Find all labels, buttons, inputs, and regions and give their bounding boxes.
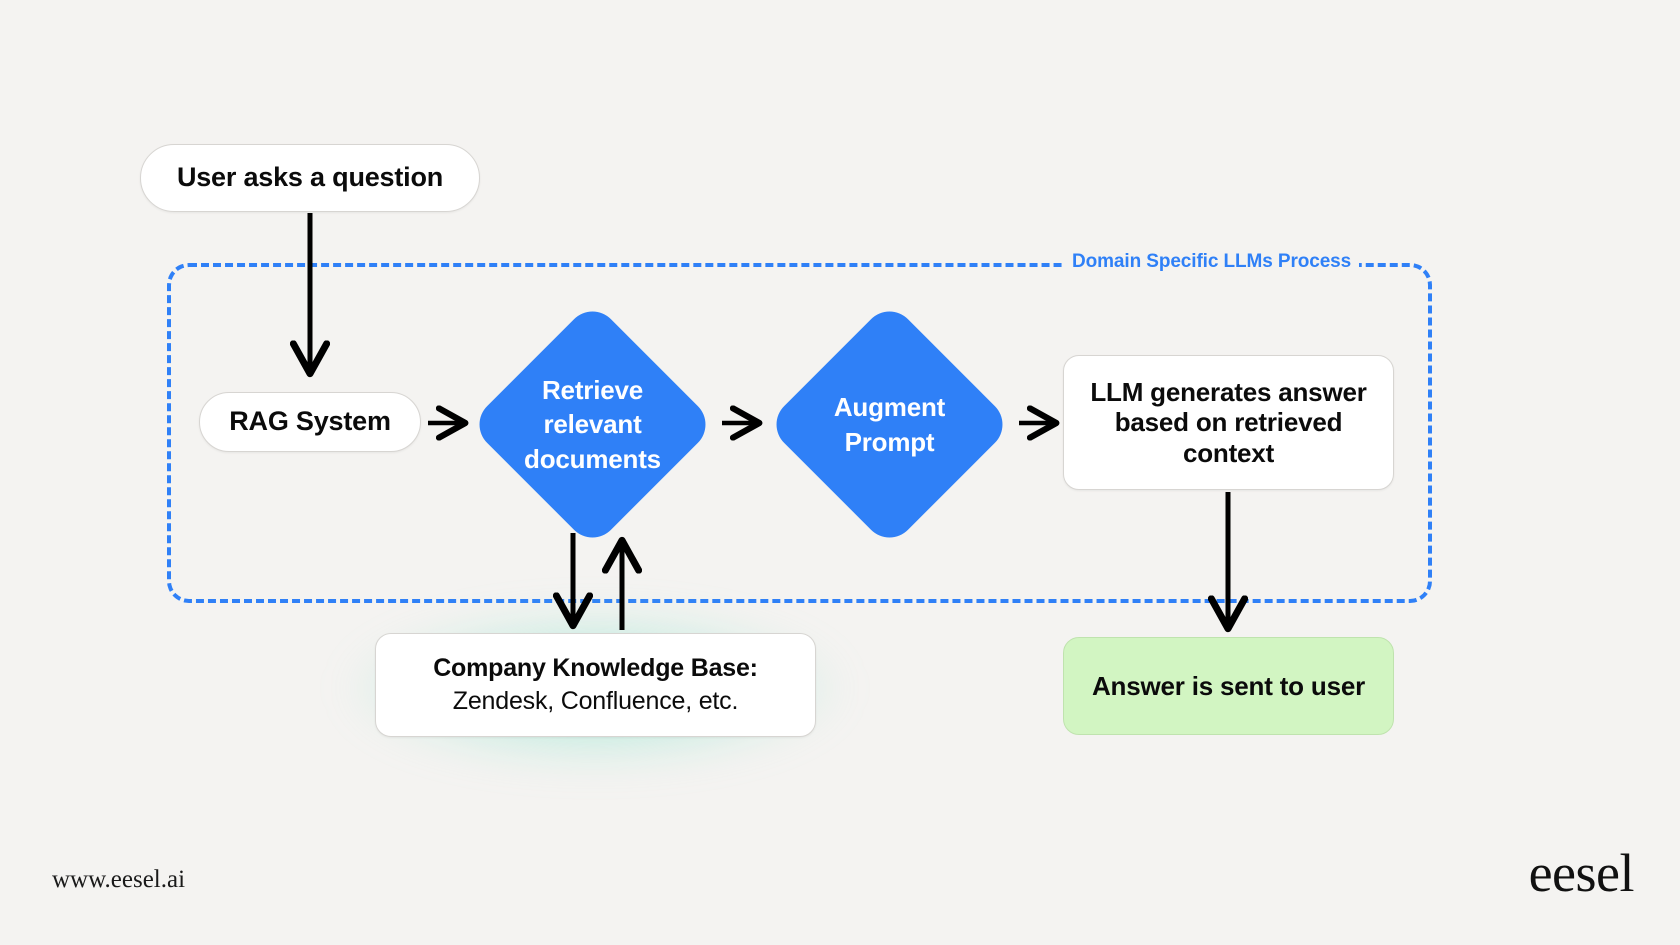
node-llm-generates-answer[interactable]: LLM generates answer based on retrieved … [1063,355,1394,490]
domain-process-region-label: Domain Specific LLMs Process [1064,251,1360,273]
node-rag-system-label: RAG System [229,406,391,437]
node-user-asks-question-label: User asks a question [176,162,444,193]
node-augment-prompt-label: Augment Prompt [833,392,946,457]
node-retrieve-relevant-documents-label: Retrieve relevant documents [524,375,661,474]
node-llm-generates-answer-label: LLM generates answer based on retrieved … [1090,376,1367,468]
node-answer-is-sent-to-user-label: Answer is sent to user [1091,670,1366,701]
node-retrieve-relevant-documents[interactable]: Retrieve relevant documents [468,300,717,549]
node-company-knowledge-base-subtitle: Zendesk, Confluence, etc. [452,687,739,715]
node-company-knowledge-base-title: Company Knowledge Base: [433,653,758,682]
node-user-asks-question[interactable]: User asks a question [140,144,480,212]
node-augment-prompt[interactable]: Augment Prompt [765,300,1014,549]
footer-url[interactable]: www.eesel.ai [52,866,186,893]
node-company-knowledge-base[interactable]: Company Knowledge Base: Zendesk, Conflue… [375,633,816,737]
node-rag-system[interactable]: RAG System [199,392,421,452]
node-answer-is-sent-to-user[interactable]: Answer is sent to user [1063,637,1394,735]
brand-logo: eesel [1528,843,1635,903]
